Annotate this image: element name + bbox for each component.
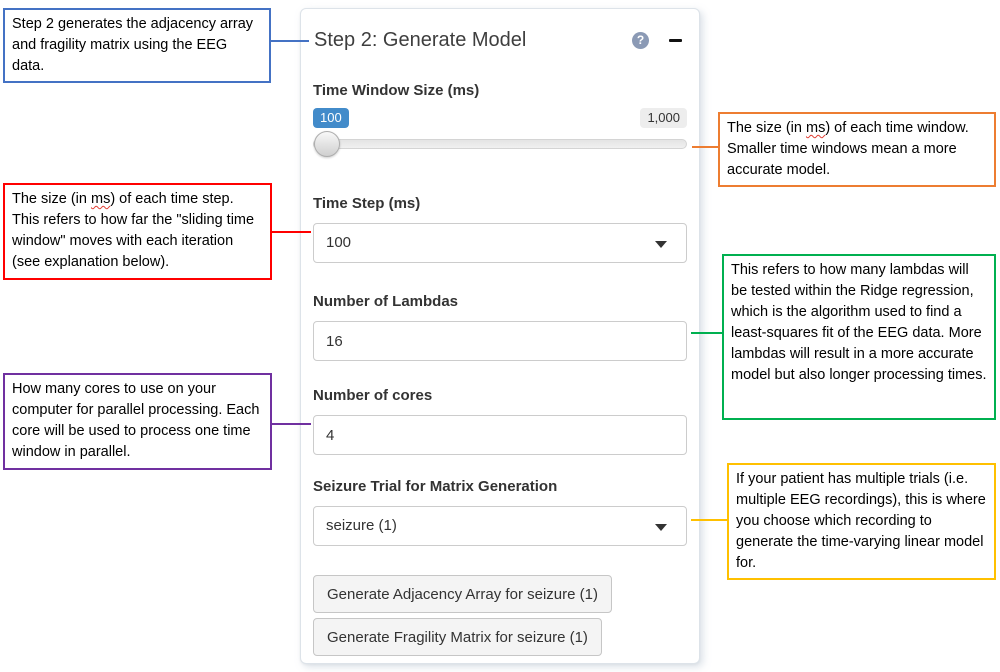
connector-line-seizure (691, 519, 727, 521)
slider-current-value-badge: 100 (313, 108, 349, 128)
callout-seizure-trial: If your patient has multiple trials (i.e… (727, 463, 996, 580)
callout-text: If your patient has multiple trials (i.e… (736, 471, 986, 571)
chevron-down-icon (655, 524, 667, 531)
callout-text: Step 2 generates the adjacency array and… (12, 16, 254, 74)
callout-text: How many cores to use on your computer f… (12, 381, 260, 460)
slider-track[interactable] (313, 139, 687, 149)
step2-generate-model-panel: Step 2: Generate Model ? Time Window Siz… (300, 8, 700, 664)
number-of-lambdas-input[interactable] (313, 321, 687, 361)
number-of-cores-label: Number of cores (313, 387, 433, 404)
callout-time-window-size: The size (in ms) of each time window. Sm… (718, 112, 996, 187)
connector-line-window (692, 146, 718, 148)
callout-text: The size (in ms) of each time window. Sm… (727, 120, 969, 178)
help-icon[interactable]: ? (632, 32, 649, 49)
time-window-size-slider[interactable]: 100 1,000 (313, 108, 687, 161)
slider-handle[interactable] (314, 131, 340, 157)
panel-title: Step 2: Generate Model (314, 29, 527, 51)
time-step-select[interactable]: 100 (313, 223, 687, 263)
generate-adjacency-array-button[interactable]: Generate Adjacency Array for seizure (1) (313, 575, 612, 613)
seizure-trial-select[interactable]: seizure (1) (313, 506, 687, 546)
time-window-size-label: Time Window Size (ms) (313, 82, 480, 99)
panel-body: Time Window Size (ms) 100 1,000 Time Ste… (301, 52, 699, 656)
callout-time-step: The size (in ms) of each time step. This… (3, 183, 272, 280)
number-of-lambdas-label: Number of Lambdas (313, 293, 459, 310)
connector-line-step2 (271, 40, 309, 42)
time-step-label: Time Step (ms) (313, 195, 421, 212)
slider-max-value-badge: 1,000 (640, 108, 687, 128)
callout-number-of-lambdas: This refers to how many lambdas will be … (722, 254, 996, 420)
connector-line-cores (272, 423, 311, 425)
seizure-trial-label: Seizure Trial for Matrix Generation (313, 478, 558, 495)
callout-text: This refers to how many lambdas will be … (731, 262, 987, 383)
callout-step2-description: Step 2 generates the adjacency array and… (3, 8, 271, 83)
connector-line-timestep (272, 231, 311, 233)
time-step-selected-value: 100 (326, 234, 352, 251)
callout-text: The size (in ms) of each time step. This… (12, 191, 255, 270)
number-of-cores-input[interactable] (313, 415, 687, 455)
callout-number-of-cores: How many cores to use on your computer f… (3, 373, 272, 470)
panel-header: Step 2: Generate Model ? (301, 9, 699, 52)
seizure-trial-selected-value: seizure (1) (326, 517, 397, 534)
minus-glyph (668, 39, 682, 42)
chevron-down-icon (655, 241, 667, 248)
collapse-minus-icon[interactable] (667, 33, 683, 49)
connector-line-lambdas (691, 332, 722, 334)
generate-fragility-matrix-button[interactable]: Generate Fragility Matrix for seizure (1… (313, 618, 602, 656)
